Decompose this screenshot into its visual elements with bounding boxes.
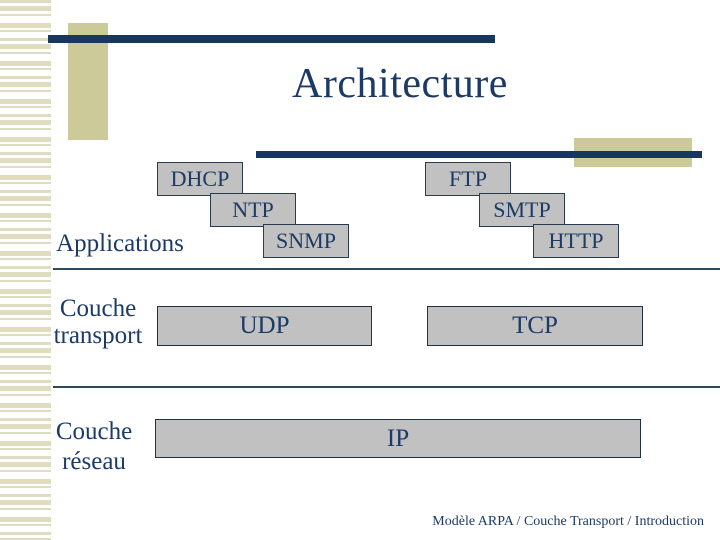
transport-layer-label: Couche transport [53, 295, 143, 349]
slide-title: Architecture [292, 61, 508, 107]
protocol-box-ip: IP [155, 419, 641, 458]
protocol-box-udp: UDP [157, 306, 372, 346]
protocol-box-tcp: TCP [427, 306, 643, 346]
protocol-box-ntp: NTP [210, 193, 296, 227]
protocol-box-snmp: SNMP [263, 224, 349, 258]
title-underline-rule [256, 151, 702, 158]
protocol-box-ftp: FTP [425, 162, 511, 196]
left-stripe-decoration [0, 0, 51, 540]
network-layer-label: Couche réseau [55, 418, 133, 475]
application-layer-label: Applications [56, 230, 184, 257]
layer-separator-1 [53, 268, 720, 270]
layer-separator-2 [53, 386, 720, 388]
protocol-box-dhcp: DHCP [157, 162, 243, 196]
footer-breadcrumb: Modèle ARPA / Couche Transport / Introdu… [432, 514, 704, 529]
protocol-box-smtp: SMTP [479, 193, 565, 227]
protocol-box-http: HTTP [533, 224, 619, 258]
top-rule [48, 35, 495, 43]
